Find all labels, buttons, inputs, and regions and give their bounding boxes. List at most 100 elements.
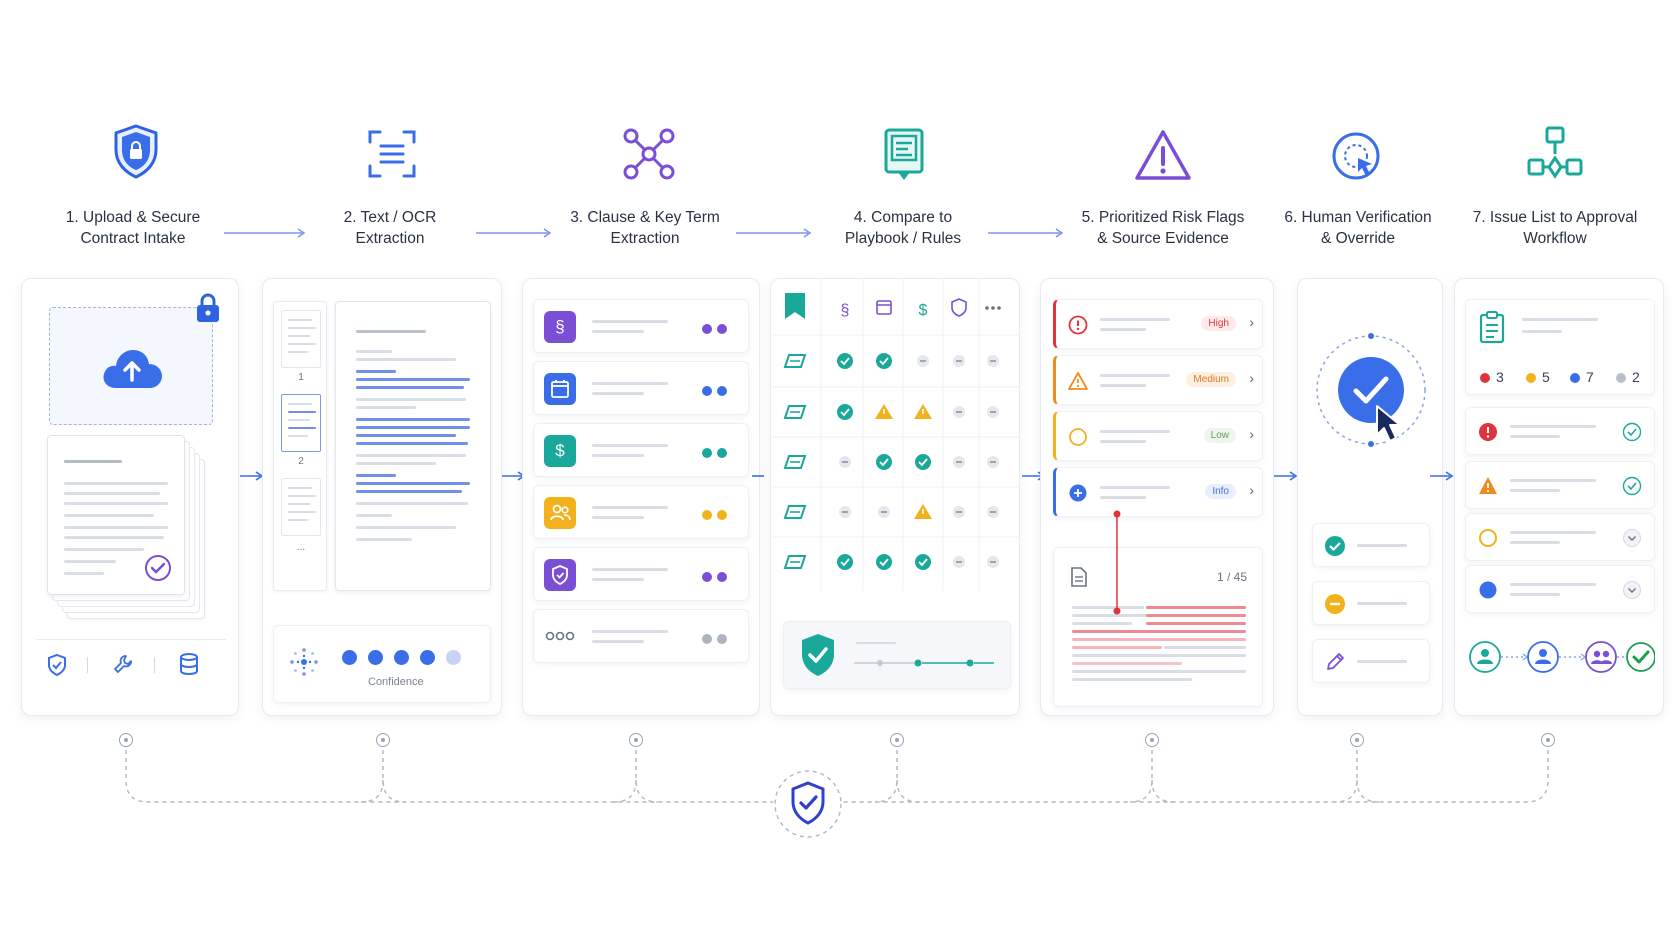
more-options-icon <box>545 631 575 641</box>
confidence-label: Confidence <box>368 676 424 688</box>
issue-list-row[interactable] <box>1465 407 1655 455</box>
issue-count-value: 3 <box>1496 369 1504 385</box>
cloud-upload-icon <box>103 350 162 388</box>
sparkle-scan-icon <box>290 648 318 676</box>
verify-approve-button[interactable] <box>1312 331 1430 449</box>
shield-check-icon[interactable] <box>46 653 68 677</box>
issue-list-row[interactable] <box>1465 461 1655 509</box>
risk-flag-row[interactable]: Medium› <box>1053 355 1263 405</box>
check-circle-icon <box>876 454 892 470</box>
approval-chain <box>1469 641 1655 673</box>
issue-list-row[interactable] <box>1465 513 1655 561</box>
info-plus-icon <box>1069 484 1087 502</box>
document-stack-icon <box>783 455 807 469</box>
minus-circle-icon <box>839 506 851 518</box>
step-title-6: 6. Human Verification& Override <box>1284 209 1432 247</box>
low-risk-circle-icon <box>1479 529 1497 547</box>
contract-document <box>47 435 185 595</box>
evidence-link-pointer <box>1113 510 1121 615</box>
risk-flag-row[interactable]: Info › <box>1053 467 1263 517</box>
chevron-down-icon[interactable] <box>1622 528 1642 548</box>
ocr-document-view <box>335 301 491 591</box>
issue-count-dot <box>1480 373 1490 383</box>
override-option-approve[interactable] <box>1312 523 1430 567</box>
approver-avatar <box>1469 641 1501 673</box>
minus-circle-icon <box>987 355 999 367</box>
database-icon[interactable] <box>178 652 200 676</box>
bookmark-icon <box>785 293 805 319</box>
section-sign-icon: § <box>544 311 576 343</box>
clause-row[interactable] <box>533 547 749 601</box>
cursor-click-icon <box>1332 132 1380 180</box>
minus-circle-icon <box>987 406 999 418</box>
connector-node <box>629 733 643 747</box>
ocr-scan-icon <box>368 130 416 178</box>
checked-status-icon[interactable] <box>1622 476 1642 496</box>
clause-row[interactable]: $ <box>533 423 749 477</box>
clause-row[interactable] <box>533 361 749 415</box>
page-thumbnail[interactable] <box>281 394 321 452</box>
clause-row[interactable] <box>533 609 749 663</box>
alert-circle-icon <box>1479 423 1497 441</box>
dollar-icon: $ <box>919 302 928 319</box>
chevron-right-icon[interactable]: › <box>1249 370 1254 386</box>
confidence-dot <box>342 650 357 665</box>
minus-circle-icon <box>987 456 999 468</box>
approver-avatar <box>1527 641 1559 673</box>
risk-level-badge: Low <box>1203 428 1236 443</box>
page-thumbnail[interactable] <box>281 478 321 536</box>
warning-triangle-icon <box>914 404 932 419</box>
override-option-edit[interactable] <box>1312 639 1430 683</box>
connector-node <box>1541 733 1555 747</box>
upload-dropzone[interactable] <box>49 307 213 425</box>
flow-arrow-icon <box>752 475 764 477</box>
confidence-dot <box>394 650 409 665</box>
wrench-icon[interactable] <box>112 653 134 675</box>
panel-clause-extraction: § $ <box>522 278 760 716</box>
risk-flag-row[interactable]: High› <box>1053 299 1263 349</box>
playbook-book-icon <box>884 128 924 180</box>
clause-row[interactable] <box>533 485 749 539</box>
chevron-right-icon[interactable]: › <box>1249 482 1254 498</box>
page-number: 1 <box>298 372 304 383</box>
connector-node <box>890 733 904 747</box>
minus-circle-icon <box>953 456 965 468</box>
document-stack <box>47 435 217 625</box>
chevron-down-icon[interactable] <box>1622 580 1642 600</box>
arrow-right-icon <box>224 228 306 238</box>
shield-check-icon <box>802 634 834 676</box>
checked-status-icon[interactable] <box>1622 422 1642 442</box>
risk-level-badge: Info <box>1205 484 1236 499</box>
warning-triangle-icon <box>875 404 893 419</box>
check-circle-icon <box>876 554 892 570</box>
issue-count-dot <box>1570 373 1580 383</box>
clause-row[interactable]: § <box>533 299 749 353</box>
section-sign-icon: § <box>841 302 850 319</box>
warning-triangle-icon <box>1479 477 1497 494</box>
arrow-right-icon <box>736 228 812 238</box>
chevron-right-icon[interactable]: › <box>1249 314 1254 330</box>
issue-count-value: 5 <box>1542 369 1550 385</box>
shield-lock-icon <box>114 124 158 179</box>
document-stack-icon <box>783 405 807 419</box>
panel-ocr-extraction: 1 2 ... <box>262 278 502 716</box>
minus-circle-icon <box>987 556 999 568</box>
page-thumbnail[interactable] <box>281 310 321 368</box>
chevron-right-icon[interactable]: › <box>1249 426 1254 442</box>
warning-triangle-icon <box>914 504 932 519</box>
minus-circle-icon <box>917 355 929 367</box>
step-title-5: 5. Prioritized Risk Flags& Source Eviden… <box>1081 209 1245 247</box>
info-dot-icon <box>1479 581 1497 599</box>
confidence-dot <box>446 650 461 665</box>
clipboard-icon <box>1479 311 1505 344</box>
override-option-reject[interactable] <box>1312 581 1430 625</box>
padlock-icon <box>197 293 219 322</box>
issue-list-row[interactable] <box>1465 565 1655 613</box>
risk-flag-row[interactable]: Low › <box>1053 411 1263 461</box>
shield-check-icon <box>544 559 576 591</box>
flow-arrow-icon <box>1274 471 1298 481</box>
